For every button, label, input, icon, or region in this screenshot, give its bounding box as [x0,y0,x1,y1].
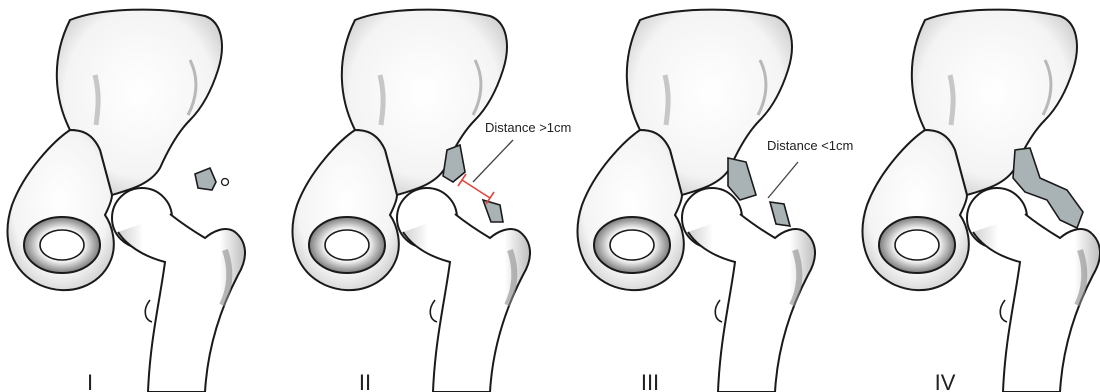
ossification-upper [443,145,465,182]
ossification-upper [728,158,756,200]
ossification-lower [770,202,790,226]
panel-label-i: I [87,370,93,392]
panel-1: I [8,10,245,392]
panel-label-ii: II [359,370,371,392]
panel-3: Distance <1cm III [578,10,854,392]
panel-2: Distance >1cm II [293,10,572,392]
annotation-leader-line [768,162,798,198]
heterotopic-ossification-speck [222,179,229,186]
distance-annotation: Distance <1cm [767,138,853,153]
annotation-leader-line [473,140,513,182]
distance-annotation: Distance >1cm [485,120,571,135]
panel-4: IV [863,10,1100,392]
heterotopic-ossification-island [195,168,216,190]
panel-label-iii: III [641,370,659,392]
panel-label-iv: IV [935,370,956,392]
